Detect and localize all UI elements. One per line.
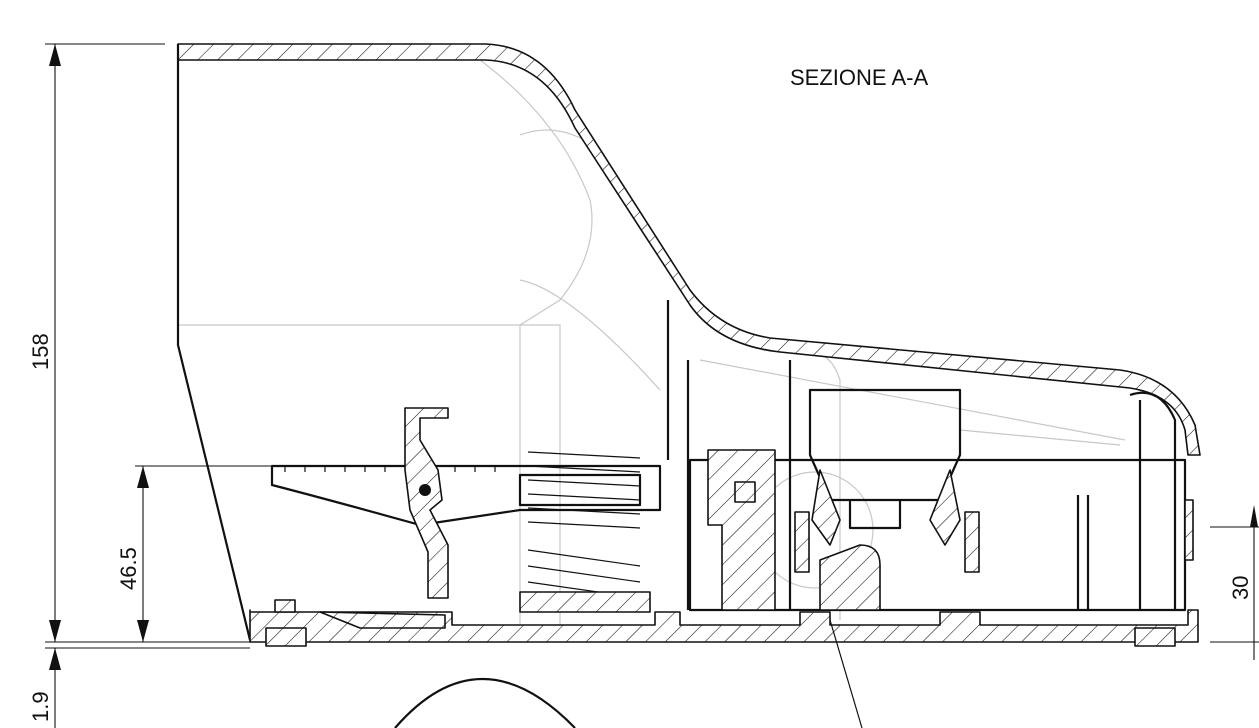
detail-leader	[829, 619, 863, 728]
dim-overall-height-text: 158	[28, 333, 53, 370]
dim-pedal-height-text: 46.5	[116, 547, 141, 590]
dim-base-gap: 1.9	[28, 647, 250, 728]
pedal-plate	[270, 464, 662, 527]
dim-base-gap-text: 1.9	[28, 691, 53, 722]
dim-pedal-height: 46.5	[116, 465, 272, 642]
dim-right-height: 30	[1210, 505, 1259, 660]
section-title: SEZIONE A-A	[790, 65, 928, 90]
springs	[519, 451, 651, 613]
lower-view-arc	[394, 677, 576, 728]
housing-cover	[176, 43, 1201, 641]
switch-compartment	[686, 360, 1194, 612]
hidden-lines	[178, 59, 1126, 640]
dim-right-height-text: 30	[1228, 576, 1253, 600]
dim-overall-height: 158	[28, 43, 250, 643]
base-plate	[249, 599, 1199, 647]
latch-lever	[404, 407, 449, 599]
